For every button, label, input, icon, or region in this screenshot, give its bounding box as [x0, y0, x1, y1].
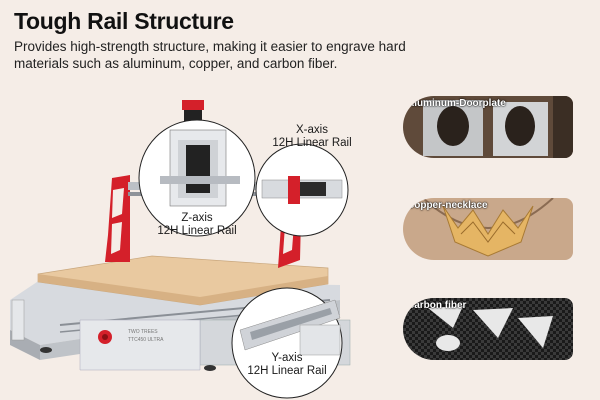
copper-necklace-image — [403, 198, 573, 260]
sample-label-copper: Copper-necklace — [407, 200, 488, 211]
aluminum-doorplate-image — [403, 96, 573, 158]
z-axis-rail: 12H Linear Rail — [157, 225, 237, 237]
left-gantry-plate — [105, 175, 130, 262]
z-axis-title: Z-axis — [181, 212, 213, 224]
z-axis-label: Z-axis 12H Linear Rail — [147, 212, 247, 238]
model-text: TTC450 ULTRA — [128, 337, 164, 343]
sample-aluminum-doorplate: Aluminum-Doorplate — [403, 96, 573, 158]
sample-label-aluminum: Aluminum-Doorplate — [407, 98, 506, 109]
page-subtitle: Provides high-strength structure, making… — [14, 39, 406, 71]
carbon-fiber-image — [403, 298, 573, 360]
sample-label-carbon: Carbon fiber — [407, 300, 467, 311]
y-axis-label: Y-axis 12H Linear Rail — [237, 352, 337, 378]
x-axis-title: X-axis — [296, 124, 328, 136]
x-axis-label: X-axis 12H Linear Rail — [262, 124, 362, 150]
y-axis-rail: 12H Linear Rail — [247, 365, 327, 377]
sample-copper-necklace: Copper-necklace — [403, 198, 573, 260]
sample-carbon-fiber: Carbon fiber — [403, 298, 573, 360]
x-axis-rail: 12H Linear Rail — [272, 137, 352, 149]
brand-text: TWO TREES — [128, 329, 158, 335]
front-panel — [79, 319, 201, 371]
y-axis-title: Y-axis — [271, 352, 303, 364]
page-title: Tough Rail Structure — [14, 8, 234, 34]
